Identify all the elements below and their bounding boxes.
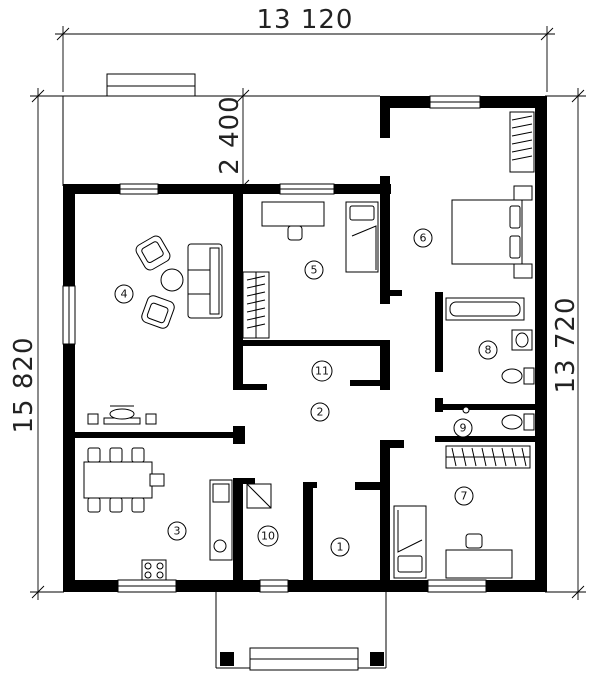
dim-terrace-depth: 2 400 <box>215 95 245 174</box>
windows <box>62 95 487 593</box>
entrance-porch <box>215 590 387 671</box>
room-5-label: 5 <box>311 264 318 277</box>
room-labels: 1 2 3 4 5 6 7 8 9 10 11 <box>114 228 498 557</box>
furniture-bedroom-6 <box>451 111 535 279</box>
room-7-label: 7 <box>461 490 468 503</box>
furniture-kitchen <box>83 447 233 581</box>
furniture-storage-10 <box>246 483 272 509</box>
room-1-label: 1 <box>337 541 344 554</box>
room-4-label: 4 <box>121 288 128 301</box>
room-10-label: 10 <box>261 530 275 543</box>
furniture-living <box>87 235 223 425</box>
furniture-bedroom-5 <box>242 201 379 339</box>
room-8-label: 8 <box>485 344 492 357</box>
furniture-bedroom-7 <box>393 445 531 579</box>
room-9-label: 9 <box>460 422 467 435</box>
room-3-label: 3 <box>174 525 181 538</box>
terrace-outline <box>62 73 380 186</box>
dim-overall-height: 15 820 <box>9 337 39 434</box>
room-2-label: 2 <box>317 406 324 419</box>
room-11-label: 11 <box>315 365 329 378</box>
dim-right-height: 13 720 <box>551 297 581 394</box>
furniture-bathroom <box>445 297 535 431</box>
dim-overall-width: 13 120 <box>257 5 354 35</box>
walls <box>63 96 547 592</box>
room-6-label: 6 <box>420 232 427 245</box>
